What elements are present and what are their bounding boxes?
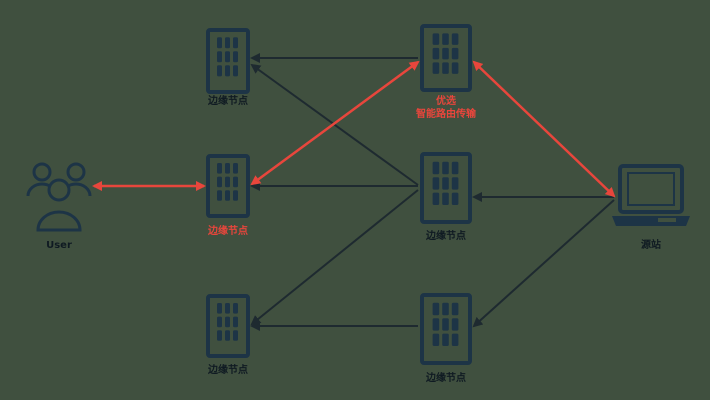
label-edge-low: 边缘节点 xyxy=(426,373,466,384)
arrow-edge-mid-to-edge-bottom xyxy=(250,189,419,326)
server-icon-edge-bottom xyxy=(206,294,250,358)
label-relay-line2: 智能路由传输 xyxy=(416,109,476,120)
label-edge-active: 边缘节点 xyxy=(208,226,248,237)
label-edge-mid: 边缘节点 xyxy=(426,231,466,242)
arrow-edge-active-relay xyxy=(250,60,420,186)
server-icon-relay xyxy=(420,24,472,92)
server-icon-edge-top xyxy=(206,28,250,94)
label-user: User xyxy=(46,240,72,251)
server-icon-edge-active xyxy=(206,154,250,218)
label-edge-top: 边缘节点 xyxy=(208,96,248,107)
server-icon-edge-low xyxy=(420,293,472,365)
label-edge-bottom: 边缘节点 xyxy=(208,365,248,376)
arrow-origin-to-edge-low xyxy=(472,199,615,328)
label-relay-line1: 优选 xyxy=(436,96,456,107)
arrow-relay-origin xyxy=(472,60,616,198)
server-icon-edge-mid xyxy=(420,152,472,224)
laptop-icon xyxy=(612,164,690,226)
label-origin: 源站 xyxy=(641,240,661,251)
users-icon xyxy=(26,162,92,232)
